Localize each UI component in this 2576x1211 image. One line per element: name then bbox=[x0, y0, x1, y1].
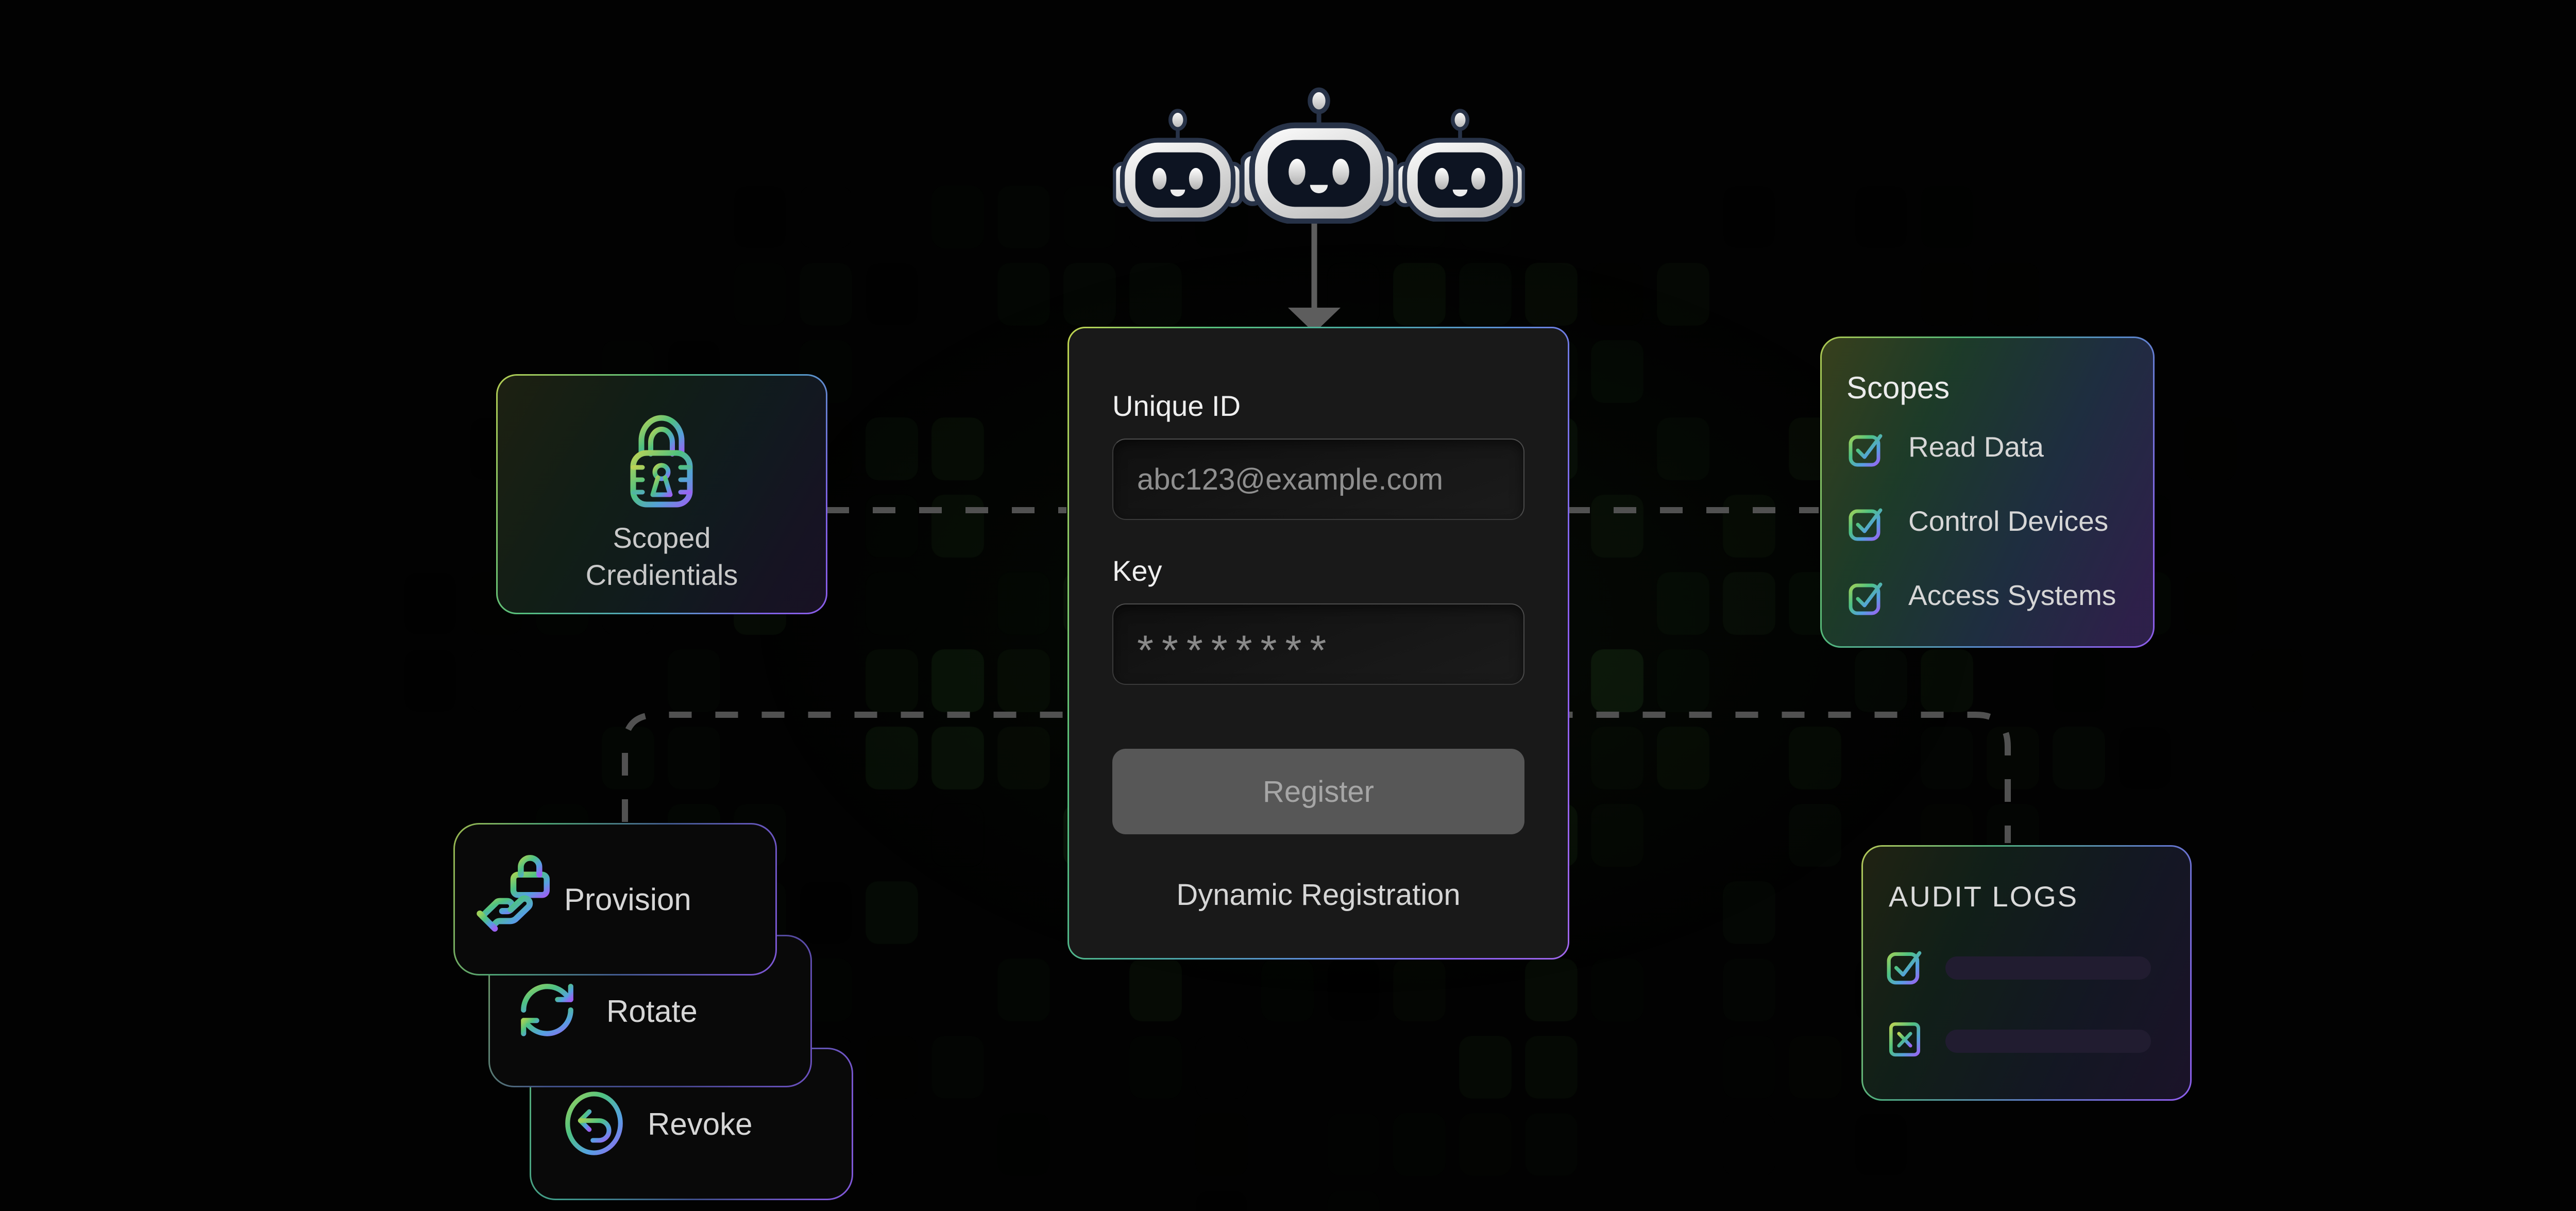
registration-form-card: Unique ID Key Register Dynamic Registrat… bbox=[1067, 327, 1569, 960]
scope-item-label: Control Devices bbox=[1908, 505, 2109, 537]
padlock-gradient-icon bbox=[630, 415, 693, 508]
scopes-card: Scopes Read Data Control Devices Access … bbox=[1820, 337, 2155, 648]
scoped-credentials-title-line2: Credientials bbox=[585, 559, 738, 591]
lifecycle-card-provision[interactable]: Provision bbox=[453, 823, 777, 975]
audit-logs-card: AUDIT LOGS bbox=[1861, 845, 2192, 1101]
checkbox-checked-icon bbox=[1887, 951, 1922, 985]
register-button[interactable]: Register bbox=[1112, 749, 1524, 834]
robots-icon bbox=[1103, 87, 1535, 231]
checkbox-checked-icon[interactable] bbox=[1846, 503, 1886, 542]
lifecycle-card-label: Rotate bbox=[606, 994, 698, 1029]
lifecycle-card-label: Provision bbox=[564, 882, 691, 917]
scope-item-label: Read Data bbox=[1908, 431, 2044, 463]
scoped-credentials-title-line1: Scoped bbox=[613, 522, 711, 554]
key-label: Key bbox=[1112, 554, 1162, 587]
rotate-cw-icon bbox=[521, 984, 573, 1036]
undo-circle-icon bbox=[565, 1091, 623, 1155]
unique-id-input[interactable] bbox=[1112, 439, 1524, 520]
audit-logs-title: AUDIT LOGS bbox=[1889, 880, 2079, 913]
lifecycle-card-label: Revoke bbox=[648, 1106, 753, 1141]
checkbox-checked-icon[interactable] bbox=[1846, 429, 1886, 468]
unique-id-label: Unique ID bbox=[1112, 390, 1241, 422]
audit-log-entry-bar bbox=[1945, 956, 2151, 980]
form-caption: Dynamic Registration bbox=[1176, 878, 1461, 912]
key-input[interactable] bbox=[1112, 603, 1524, 685]
arrow-down-icon bbox=[1288, 308, 1341, 333]
scoped-credentials-card: Scoped Credientials bbox=[496, 374, 827, 614]
audit-log-entry-bar bbox=[1945, 1030, 2151, 1053]
checkbox-checked-icon[interactable] bbox=[1846, 577, 1886, 616]
hand-lock-icon bbox=[477, 855, 550, 932]
scope-item-label: Access Systems bbox=[1908, 579, 2116, 611]
checkbox-x-icon bbox=[1889, 1022, 1921, 1057]
scopes-title: Scopes bbox=[1846, 371, 1950, 405]
